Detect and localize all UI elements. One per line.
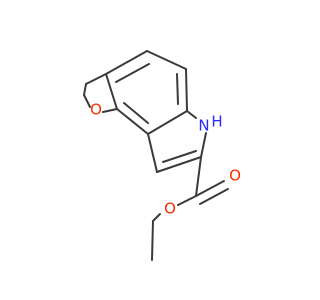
- bond-furan-o-c9a: [102, 108, 118, 113]
- bond-pyrrole-c2-n: [200, 132, 207, 158]
- indole-nitrogen-label: N: [198, 117, 209, 135]
- bond-benzene-right-upper: [146, 50, 187, 70]
- indole-hydrogen-label: H: [211, 113, 222, 131]
- bond-ethyl-c1-c2: [151, 220, 154, 261]
- molecule-structure: O N H O O: [83, 50, 241, 261]
- furan-oxygen-label: O: [90, 101, 102, 119]
- carbonyl-oxygen-label: O: [229, 167, 241, 185]
- bonds: [83, 50, 229, 261]
- bond-benzene-left-lower-double: [123, 102, 149, 124]
- bond-carbonyl-carbon-ester-o: [177, 195, 197, 206]
- bond-pyrrole-c3-c2-double: [162, 150, 197, 163]
- bond-pyrrole-c3-c2: [156, 156, 202, 173]
- bond-furan-c8-c9: [83, 83, 87, 96]
- bond-ester-o-ethyl-c1: [152, 213, 161, 222]
- ester-oxygen-label: O: [164, 200, 176, 218]
- bond-benzene-right-lower: [185, 68, 188, 112]
- bond-c2-carbonyl-carbon: [195, 156, 202, 197]
- bond-carbonyl-carbon-o-double: [199, 188, 229, 205]
- bond-benzene-top-double: [115, 63, 150, 83]
- bond-furan-c9a-c3a: [105, 73, 118, 110]
- molecule-diagram: O N H O O: [83, 50, 241, 261]
- bond-pyrrole-c3a-c3: [147, 133, 158, 173]
- atom-labels: O N H O O: [90, 101, 241, 218]
- bond-pyrrole-n-c7a: [186, 110, 197, 119]
- bond-carbonyl-carbon-o: [195, 180, 225, 197]
- bond-benzene-right-lower-double: [176, 73, 179, 105]
- bond-furan-c9-o: [83, 94, 91, 108]
- bond-benzene-left-lower: [116, 108, 149, 135]
- bond-benzene-top: [105, 50, 148, 75]
- bond-benzene-bottom: [147, 110, 188, 135]
- bond-furan-c7-c8: [85, 73, 107, 85]
